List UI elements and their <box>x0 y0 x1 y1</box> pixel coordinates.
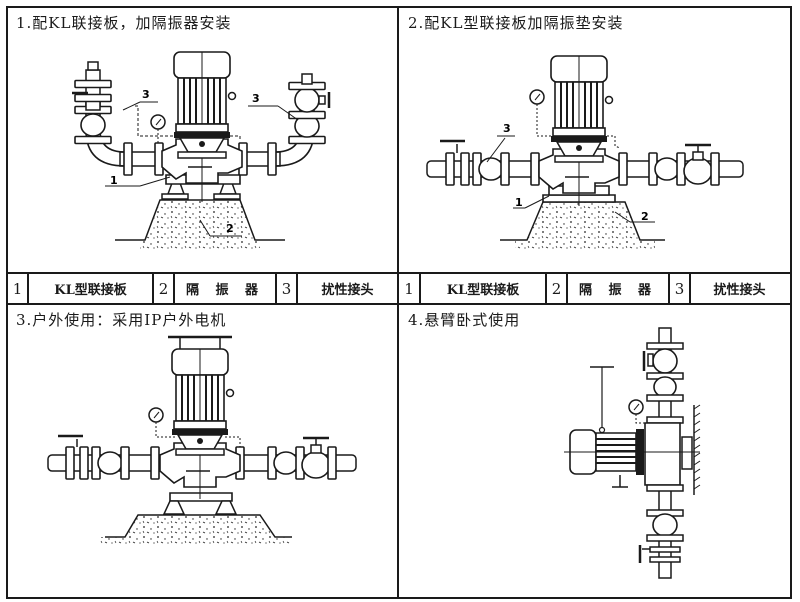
col-sep <box>152 272 154 304</box>
col-sep <box>545 272 547 304</box>
legend-no: 3 <box>674 279 685 298</box>
legend-no: 1 <box>404 279 414 298</box>
col-sep <box>668 272 670 304</box>
table-bottom-line <box>6 303 790 305</box>
callout-3: 3 <box>503 122 511 135</box>
legend-name: KL型联接板 <box>54 283 127 298</box>
col-sep <box>27 272 29 304</box>
col-sep <box>689 272 691 304</box>
legend-name: 扰性接头 <box>321 283 374 298</box>
legend-name: 隔 振 器 <box>578 283 658 298</box>
legend-no: 2 <box>551 279 562 298</box>
panel-2-title: 2.配KL型联接板加隔振垫安装 <box>408 14 624 32</box>
legend-no: 2 <box>158 279 169 298</box>
panel-1-title: 1.配KL联接板，加隔振器安装 <box>16 14 232 32</box>
outer-frame <box>6 6 792 599</box>
legend-no: 1 <box>12 279 23 298</box>
callout-2: 2 <box>641 210 649 223</box>
panel-4-title: 4.悬臂卧式使用 <box>408 311 521 329</box>
table-top-line <box>6 272 790 274</box>
panel-2-drawing: 1 2 3 <box>415 55 755 250</box>
col-sep <box>173 272 175 304</box>
callout-2: 2 <box>226 222 234 235</box>
panel-1-drawing: 1 2 3 3 <box>30 51 370 250</box>
callout-3: 3 <box>142 88 150 101</box>
panel-3-title: 3.户外使用：采用IP户外电机 <box>16 311 227 329</box>
legend-name: KL型联接板 <box>446 283 520 298</box>
col-sep <box>419 272 421 304</box>
legend-no: 3 <box>281 279 292 298</box>
center-divider <box>397 6 399 597</box>
col-sep <box>296 272 298 304</box>
col-sep <box>566 272 568 304</box>
legend-name: 扰性接头 <box>713 283 766 298</box>
callout-1: 1 <box>515 196 523 209</box>
panel-4-drawing <box>560 325 710 587</box>
callout-3: 3 <box>252 92 260 105</box>
panel-3-drawing <box>30 325 375 545</box>
col-sep <box>275 272 277 304</box>
callout-1: 1 <box>110 174 118 187</box>
legend-name: 隔 振 器 <box>185 283 265 298</box>
